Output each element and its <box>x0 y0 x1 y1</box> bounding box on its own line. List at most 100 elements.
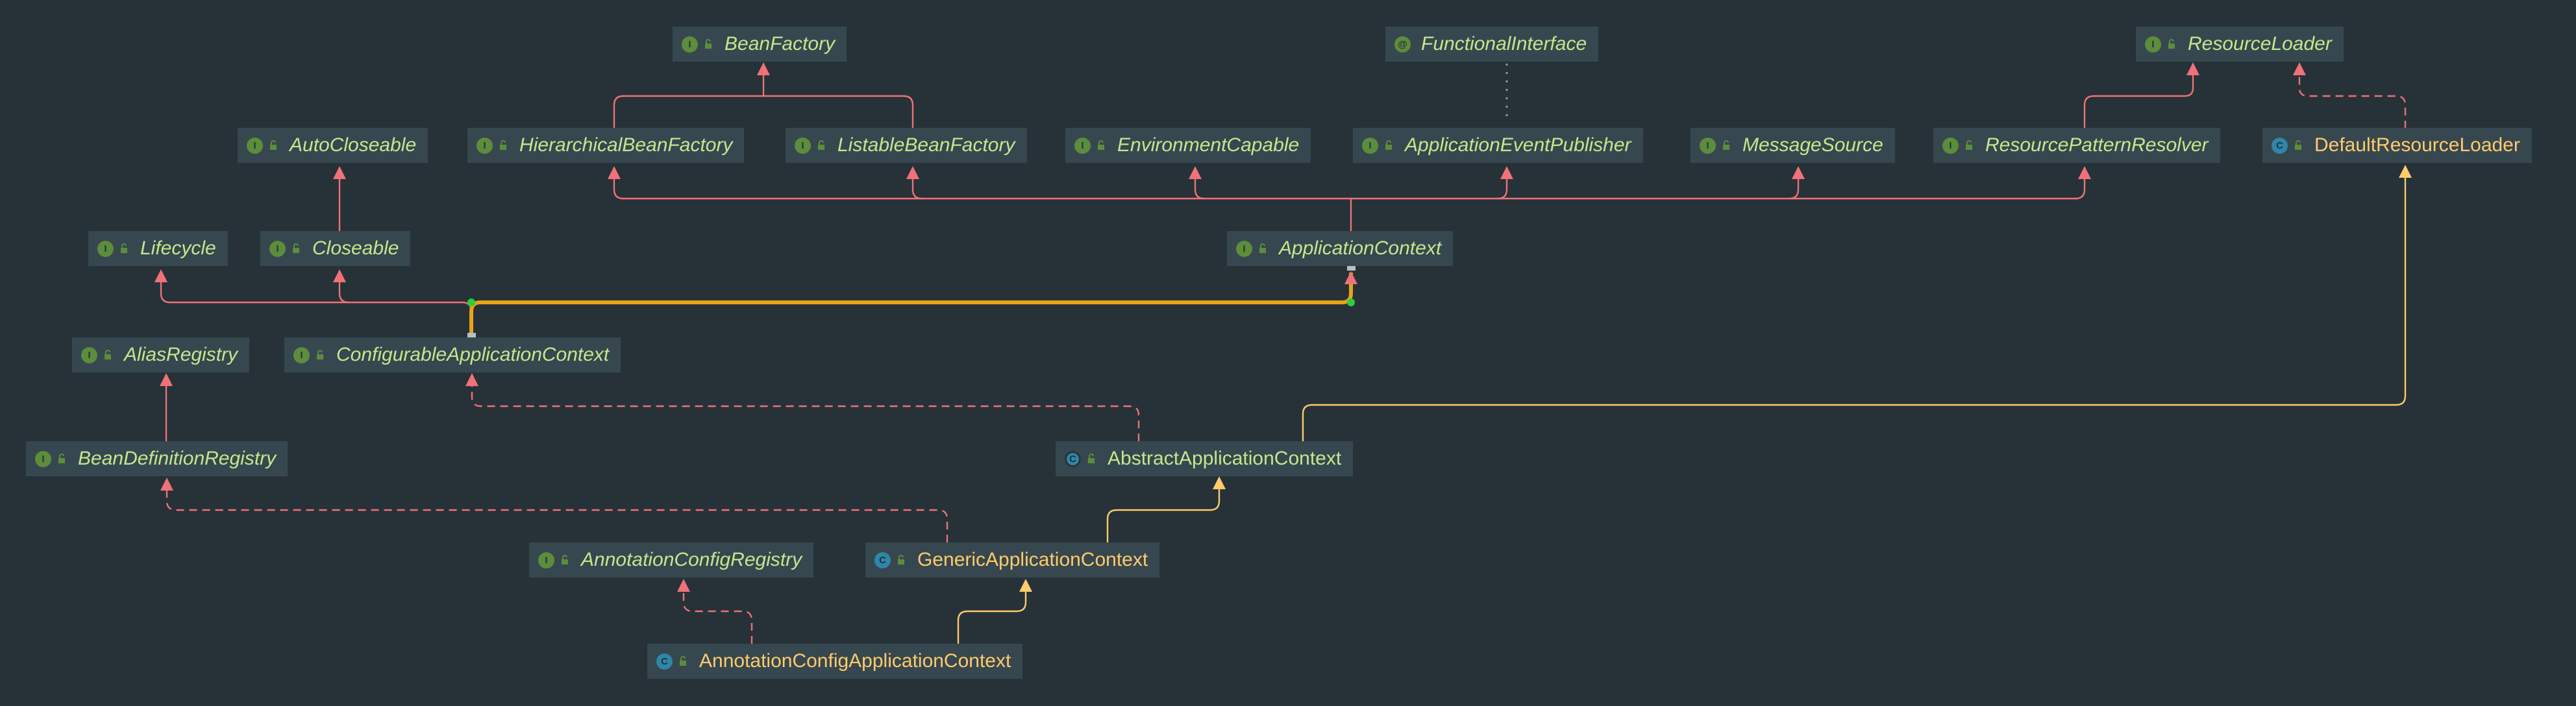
node-functional-interface[interactable]: @ FunctionalInterface <box>1385 27 1599 62</box>
interface-icon: I <box>795 137 811 154</box>
arrowhead-resourceloader-dashed <box>2293 62 2306 75</box>
interface-icon: I <box>682 36 698 53</box>
interface-icon: I <box>1074 137 1091 154</box>
annotation-icon: @ <box>1394 36 1411 53</box>
lock-icon <box>898 555 904 565</box>
edge-generic-to-beandefregistry <box>166 491 948 542</box>
node-label: AnnotationConfigApplicationContext <box>699 650 1011 672</box>
edge-annotationctx-to-annotationregistry <box>682 590 753 644</box>
lock-icon <box>500 140 506 150</box>
arrowhead-generic <box>1019 579 1032 592</box>
node-label: AliasRegistry <box>124 344 238 365</box>
abstract-class-icon: C <box>1065 450 1081 467</box>
node-resource-pattern-resolver[interactable]: I ResourcePatternResolver <box>1933 128 2220 163</box>
node-label: BeanFactory <box>724 33 836 55</box>
interface-icon: I <box>293 347 310 363</box>
edge-abstract-to-defaultresourceloader <box>1302 176 2407 441</box>
edge-appcontext-to-environment <box>1194 179 1205 200</box>
edge-point-right <box>1347 298 1355 306</box>
node-annotation-config-application-context[interactable]: C AnnotationConfigApplicationContext <box>647 644 1023 679</box>
node-generic-application-context[interactable]: C GenericApplicationContext <box>865 542 1160 578</box>
node-listable-bean-factory[interactable]: I ListableBeanFactory <box>786 128 1027 163</box>
arrowhead-annotationregistry <box>677 579 690 592</box>
arrowhead-resourceloader <box>2186 62 2199 75</box>
node-label: MessageSource <box>1742 134 1883 156</box>
class-icon: C <box>874 552 891 568</box>
lock-icon <box>1385 140 1392 150</box>
lock-icon <box>680 656 686 666</box>
node-abstract-application-context[interactable]: C AbstractApplicationContext <box>1056 441 1354 476</box>
node-environment-capable[interactable]: I EnvironmentCapable <box>1065 128 1311 163</box>
node-label: AbstractApplicationContext <box>1108 448 1342 469</box>
node-alias-registry[interactable]: I AliasRegistry <box>72 337 250 372</box>
lock-icon <box>121 243 127 253</box>
interface-icon: I <box>97 240 114 257</box>
node-label: AnnotationConfigRegistry <box>581 549 802 570</box>
node-label: ResourceLoader <box>2188 33 2332 55</box>
lock-icon <box>705 39 712 49</box>
node-application-event-publisher[interactable]: I ApplicationEventPublisher <box>1353 128 1643 163</box>
edge-appcontext-to-eventpublisher <box>1497 179 1508 200</box>
lock-icon <box>1966 140 1972 150</box>
arrowhead-lifecycle <box>155 269 167 282</box>
lock-icon <box>1088 454 1095 463</box>
arrowhead-defaultresourceloader <box>2399 165 2412 178</box>
interface-icon: I <box>1362 137 1378 154</box>
arrowhead-beandefregistry <box>160 478 173 491</box>
edge-abstract-to-configurable <box>471 385 1140 441</box>
arrowhead-aliasregistry <box>160 373 173 386</box>
node-annotation-config-registry[interactable]: I AnnotationConfigRegistry <box>529 542 814 578</box>
node-default-resource-loader[interactable]: C DefaultResourceLoader <box>2262 128 2532 163</box>
node-label: EnvironmentCapable <box>1117 134 1300 156</box>
lock-icon <box>818 140 824 150</box>
lock-icon <box>293 243 299 253</box>
node-bean-factory[interactable]: I BeanFactory <box>673 27 847 62</box>
interface-icon: I <box>477 137 493 154</box>
node-label: ApplicationContext <box>1279 237 1442 259</box>
lock-icon <box>105 350 111 359</box>
arrowhead-abstract <box>1213 476 1226 489</box>
arrowhead-environment <box>1189 166 1202 179</box>
arrowhead-hierarchical <box>608 166 621 179</box>
interface-icon: I <box>269 240 286 257</box>
interface-icon: I <box>1236 240 1252 257</box>
node-label: Closeable <box>312 237 399 259</box>
node-message-source[interactable]: I MessageSource <box>1690 128 1895 163</box>
edge-listable-to-beanfactory <box>763 95 914 128</box>
edge-configurable-to-appcontext <box>469 273 1353 336</box>
interface-icon: I <box>35 450 51 467</box>
edge-configurable-to-closeable <box>338 282 349 304</box>
node-hierarchical-bean-factory[interactable]: I HierarchicalBeanFactory <box>467 128 745 163</box>
edge-appcontext-to-hierarchical <box>613 179 624 200</box>
interface-icon: I <box>247 137 263 154</box>
edge-configurable-to-lifecycle <box>160 282 473 336</box>
arrowhead-eventpublisher <box>1500 166 1513 179</box>
node-bean-definition-registry[interactable]: I BeanDefinitionRegistry <box>26 441 288 476</box>
arrowhead-resourcepattern <box>2078 166 2091 179</box>
node-configurable-application-context[interactable]: I ConfigurableApplicationContext <box>284 337 621 372</box>
node-label: AutoCloseable <box>290 134 417 156</box>
lock-icon <box>58 454 65 463</box>
node-lifecycle[interactable]: I Lifecycle <box>88 231 228 266</box>
interface-icon: I <box>538 552 554 568</box>
arrowhead-appcontext <box>1344 271 1357 284</box>
node-application-context[interactable]: I ApplicationContext <box>1227 231 1454 266</box>
lock-icon <box>1098 140 1104 150</box>
node-label: BeanDefinitionRegistry <box>78 448 277 469</box>
edge-point-left <box>467 298 475 306</box>
arrowhead-configurable <box>465 373 478 386</box>
node-closeable[interactable]: I Closeable <box>260 231 411 266</box>
arrowhead-messagesource <box>1792 166 1805 179</box>
class-icon: C <box>2272 137 2288 154</box>
class-icon: C <box>656 653 673 670</box>
node-resource-loader[interactable]: I ResourceLoader <box>2136 27 2344 62</box>
node-label: ApplicationEventPublisher <box>1405 134 1631 156</box>
interface-icon: I <box>81 347 97 363</box>
arrowhead-closeable <box>333 269 346 282</box>
lock-icon <box>270 140 277 150</box>
edge-appcontext-to-messagesource <box>1789 179 1800 200</box>
lock-icon <box>562 555 568 565</box>
node-auto-closeable[interactable]: I AutoCloseable <box>238 128 428 163</box>
